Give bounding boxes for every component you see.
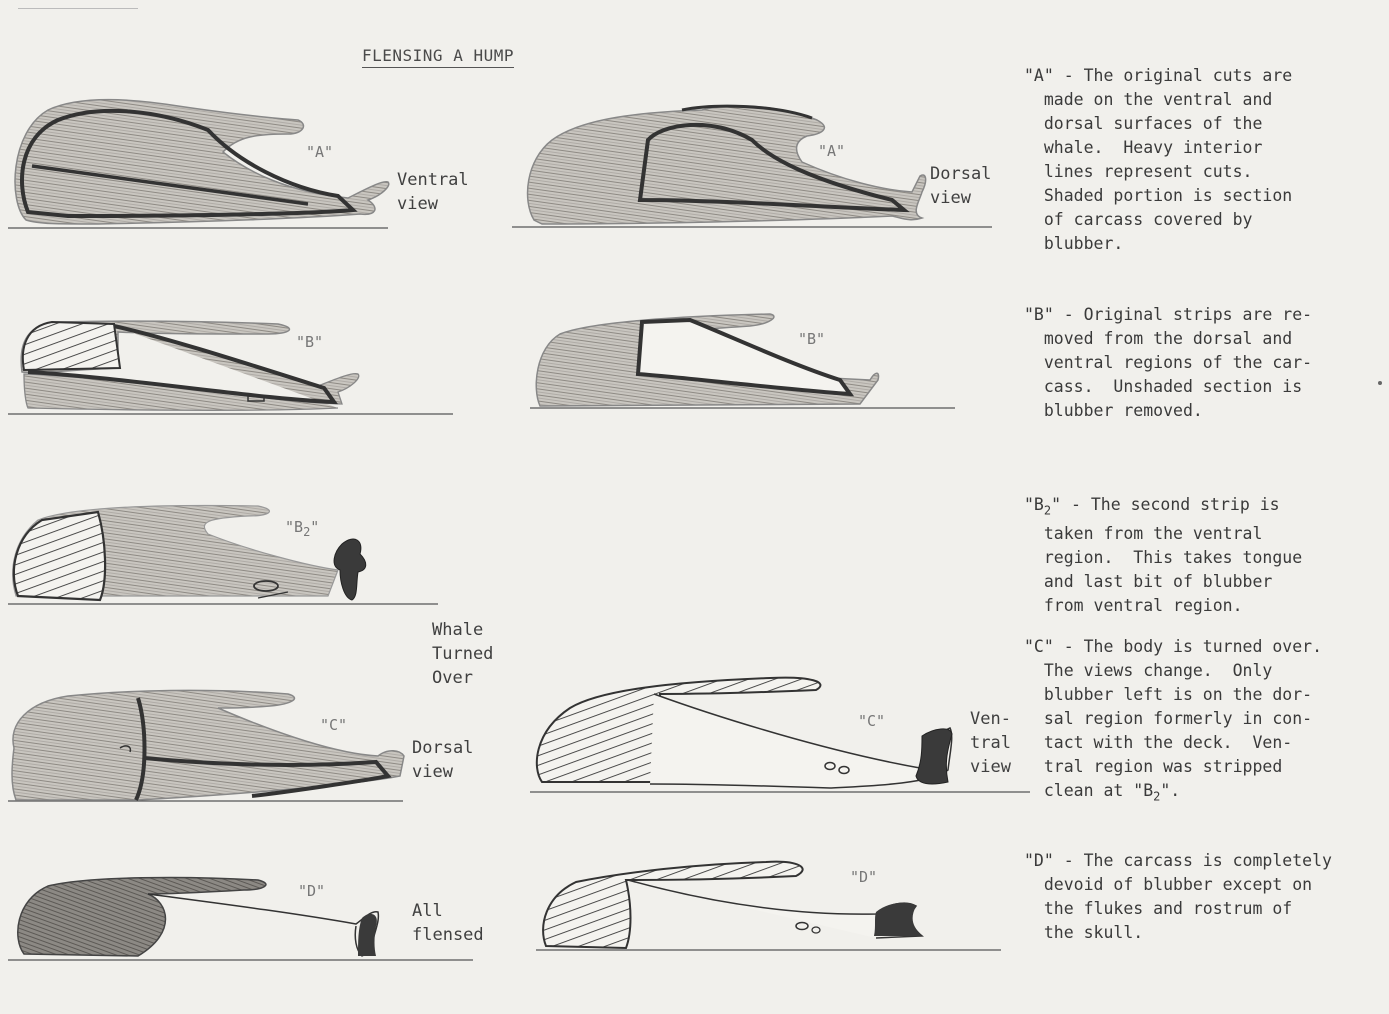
figure-c-ventral-tag: "C" (858, 712, 885, 730)
figure-b-dorsal (530, 308, 960, 412)
whale-turned-over-note: Whale Turned Over (432, 618, 493, 690)
figure-d-left (8, 872, 478, 968)
caption-c: "C" - The body is turned over. The views… (1024, 635, 1386, 808)
figure-c-dorsal-view: Dorsal view (412, 736, 473, 784)
figure-d-left-tag: "D" (298, 882, 325, 900)
figure-d-right (536, 856, 1006, 956)
figure-c-ventral (530, 672, 970, 796)
stray-dot (1378, 381, 1382, 385)
caption-b2: "B2" - The second strip is taken from th… (1024, 493, 1386, 618)
caption-b: "B" - Original strips are re- moved from… (1024, 303, 1386, 423)
figure-a-dorsal (512, 100, 1002, 230)
figure-a-ventral-tag: "A" (306, 143, 333, 161)
caption-d: "D" - The carcass is completely devoid o… (1024, 849, 1386, 945)
figure-d-left-view: All flensed (412, 899, 484, 947)
figure-a-dorsal-tag: "A" (818, 142, 845, 160)
figure-b2 (8, 500, 438, 608)
figure-b-dorsal-tag: "B" (798, 330, 825, 348)
figure-d-right-tag: "D" (850, 868, 877, 886)
figure-a-ventral-view: Ventral view (397, 168, 469, 216)
figure-b-ventral-tag: "B" (296, 333, 323, 351)
figure-c-dorsal-tag: "C" (320, 716, 347, 734)
top-rule (18, 8, 138, 9)
page-title: FLENSING A HUMP (362, 46, 514, 68)
figure-c-dorsal (8, 684, 408, 804)
caption-a: "A" - The original cuts are made on the … (1024, 64, 1386, 256)
figure-c-ventral-view: Ven- tral view (970, 707, 1011, 779)
figure-a-dorsal-view: Dorsal view (930, 162, 991, 210)
figure-b2-tag: "B2" (285, 518, 319, 539)
figure-a-ventral (8, 92, 398, 234)
figure-b-ventral (8, 312, 458, 422)
